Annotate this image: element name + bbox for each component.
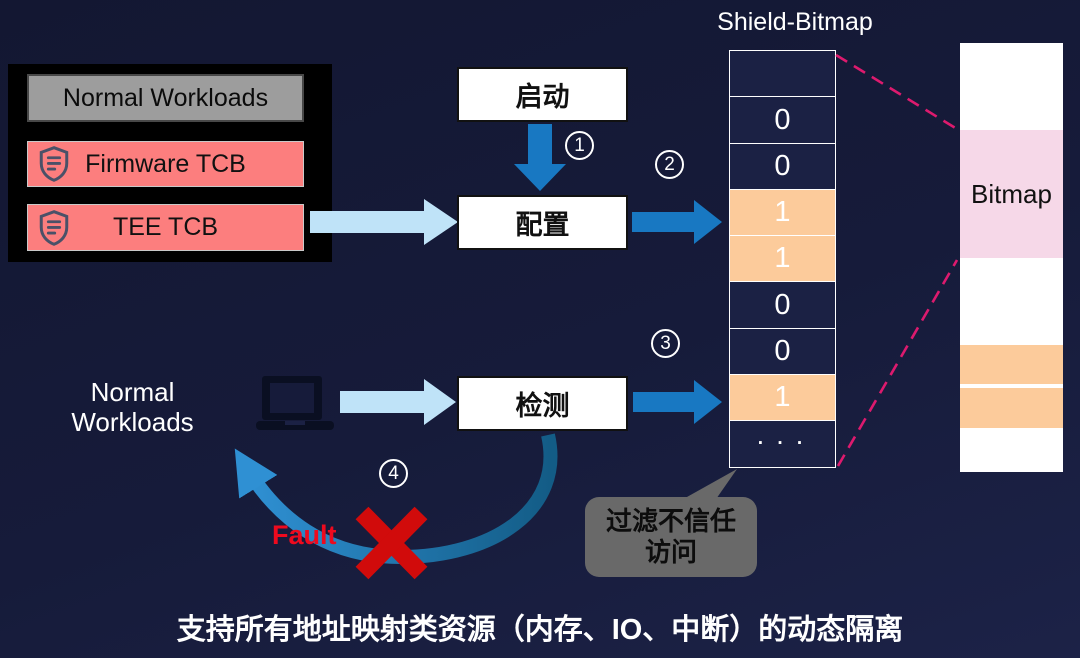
- start-box: 启动: [457, 67, 628, 122]
- firmware-tcb-box: Firmware TCB: [27, 141, 304, 187]
- arrow-configure-to-bitmap: [632, 200, 722, 244]
- step-2-badge: 2: [655, 150, 684, 179]
- legend-section-bitmap: Bitmap: [960, 130, 1063, 258]
- dashed-connector-top: [835, 53, 958, 131]
- red-x-icon: [355, 506, 428, 580]
- normal-workloads-line2: Workloads: [71, 406, 194, 437]
- step-3-badge: 3: [651, 329, 680, 358]
- arrow-tee-to-configure: [310, 199, 458, 245]
- firmware-tcb-label: Firmware TCB: [85, 149, 246, 178]
- bottom-caption: 支持所有地址映射类资源（内存、IO、中断）的动态隔离: [176, 614, 904, 646]
- shield-icon: [39, 146, 69, 182]
- fault-label: Fault: [272, 520, 337, 550]
- arrow-detect-to-bitmap: [633, 380, 722, 424]
- legend-section-orange: [960, 388, 1063, 428]
- configure-box: 配置: [457, 195, 628, 250]
- bitmap-cell: 1: [729, 373, 836, 422]
- callout-line1: 过滤不信任: [605, 505, 736, 536]
- normal-workloads-label: Normal Workloads: [62, 83, 269, 112]
- normal-workloads-text: Normal Workloads: [55, 377, 210, 438]
- bitmap-legend-column: Bitmap: [960, 43, 1063, 472]
- step-4-badge: 4: [379, 459, 408, 488]
- bitmap-legend-label: Bitmap: [971, 178, 1052, 209]
- bitmap-cell: 0: [729, 96, 836, 145]
- workloads-panel: Normal Workloads Firmware TCB TEE TCB: [8, 64, 332, 262]
- bitmap-cell: 0: [729, 281, 836, 330]
- legend-section-orange: [960, 345, 1063, 384]
- red-x-icon: [355, 506, 428, 580]
- legend-section-white: [960, 258, 1063, 345]
- laptop-icon: [256, 376, 334, 430]
- bitmap-cell: 1: [729, 188, 836, 237]
- bitmap-cell: 0: [729, 142, 836, 191]
- legend-divider: [960, 384, 1063, 388]
- step-1-badge: 1: [565, 131, 594, 160]
- callout-line2: 访问: [644, 537, 697, 567]
- bitmap-cell-ellipsis: · · ·: [729, 420, 836, 468]
- bitmap-cell: 0: [729, 327, 836, 376]
- bitmap-cell: 1: [729, 235, 836, 283]
- bitmap-cell: [729, 50, 836, 98]
- tee-tcb-box: TEE TCB: [27, 204, 304, 251]
- filter-untrusted-callout: 过滤不信任 访问: [585, 497, 757, 577]
- normal-workloads-line1: Normal: [90, 377, 175, 407]
- detect-box: 检测: [457, 376, 628, 431]
- legend-section-white: [960, 43, 1063, 130]
- shield-bitmap-title: Shield-Bitmap: [717, 8, 873, 36]
- arrow-start-to-configure: [514, 124, 566, 191]
- arrow-laptop-to-detect: [340, 379, 456, 425]
- shield-icon: [39, 209, 69, 246]
- normal-workloads-box: Normal Workloads: [27, 74, 304, 122]
- shield-bitmap-column: 0 0 1 1 0 0 1 · · ·: [729, 50, 836, 468]
- tee-tcb-label: TEE TCB: [112, 213, 219, 241]
- configure-label: 配置: [515, 210, 570, 240]
- legend-section-white: [960, 428, 1063, 472]
- start-label: 启动: [515, 82, 570, 112]
- dashed-connector-bottom: [836, 259, 959, 467]
- detect-label: 检测: [515, 391, 570, 421]
